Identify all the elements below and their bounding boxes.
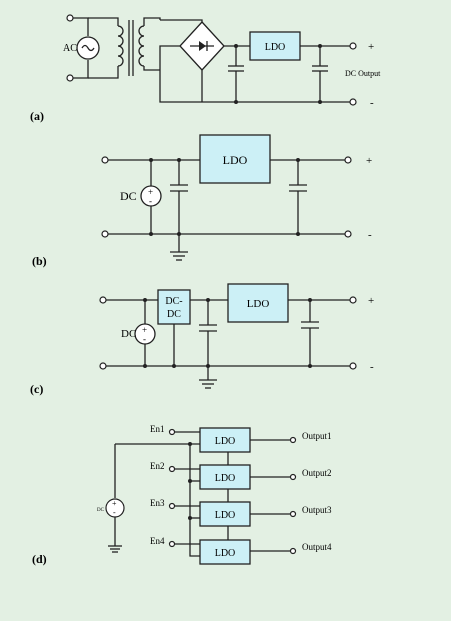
dc-output-label: DC Output xyxy=(345,69,381,78)
ldo-block-d-2 xyxy=(199,464,251,490)
ground-symbol-b xyxy=(170,234,188,261)
dc-source-symbol-d: + - xyxy=(105,498,125,518)
output-minus-label-b: - xyxy=(368,229,372,241)
output-terminal-d-3 xyxy=(289,510,297,518)
bridge-rectifier-symbol xyxy=(159,19,250,102)
ldo-label-d-2: LDO xyxy=(215,473,236,484)
input-terminal-bottom-c xyxy=(99,362,107,370)
output-terminal-d-4 xyxy=(289,547,297,555)
ac-input-terminal-top xyxy=(66,14,74,22)
input-terminal-top-b xyxy=(101,156,109,164)
dc-label-c: DC xyxy=(121,328,136,340)
output-terminal-d-1 xyxy=(289,436,297,444)
panel-d-circuit: + - DC LDO En1 Output1 LDO xyxy=(97,424,332,565)
ground-symbol-c xyxy=(199,366,217,389)
output-label-d-2: Output2 xyxy=(302,468,332,478)
ldo-label-d-1: LDO xyxy=(215,436,236,447)
ldo-label-d-4: LDO xyxy=(215,548,236,559)
input-terminal-bottom-b xyxy=(101,230,109,238)
enable-label-2: En2 xyxy=(150,461,165,471)
svg-text:+: + xyxy=(142,325,147,335)
output-terminal-plus-b xyxy=(344,156,352,164)
output-label-d-1: Output1 xyxy=(302,431,332,441)
svg-text:-: - xyxy=(143,334,146,344)
enable-terminal-1 xyxy=(168,428,176,436)
dc-source-symbol-c: + - xyxy=(134,298,156,368)
dcdc-label-line1: DC- xyxy=(165,296,182,307)
dcdc-label-line2: DC xyxy=(167,309,181,320)
output-terminal-minus-a xyxy=(349,98,357,106)
ac-label: AC xyxy=(63,43,77,54)
enable-terminal-4 xyxy=(168,540,176,548)
output-plus-label-c: + xyxy=(368,295,374,307)
enable-terminal-3 xyxy=(168,502,176,510)
output-capacitor-a xyxy=(312,44,328,104)
output-label-d-4: Output4 xyxy=(302,542,332,552)
input-capacitor-b xyxy=(170,158,188,236)
ldo-label-d-3: LDO xyxy=(215,510,236,521)
output-capacitor-c xyxy=(301,298,319,368)
output-terminal-minus-b xyxy=(344,230,352,238)
output-terminal-d-2 xyxy=(289,473,297,481)
input-capacitor-c xyxy=(199,298,217,368)
svg-text:+: + xyxy=(148,187,153,197)
dc-label-b: DC xyxy=(120,189,137,203)
transformer-symbol xyxy=(88,17,161,79)
output-plus-label-b: + xyxy=(366,155,372,167)
output-minus-label-c: - xyxy=(370,361,374,373)
ldo-block-b xyxy=(199,134,271,184)
panel-c-circuit: + - DC DC- DC LDO xyxy=(99,283,374,389)
enable-label-4: En4 xyxy=(150,536,165,546)
ldo-block-d-3 xyxy=(199,501,251,527)
panel-a-circuit: AC xyxy=(63,14,381,109)
output-capacitor-b xyxy=(289,158,307,236)
dcdc-block-c xyxy=(157,289,191,325)
panel-label-d: (d) xyxy=(32,552,47,566)
enable-terminal-2 xyxy=(168,465,176,473)
dc-source-symbol-b: + - xyxy=(140,158,162,236)
ac-input-terminal-bottom xyxy=(66,74,74,82)
ac-source-symbol xyxy=(76,36,100,60)
ldo-label-b: LDO xyxy=(223,153,248,167)
ground-symbol-d xyxy=(108,545,122,553)
output-minus-label-a: - xyxy=(370,97,374,109)
ldo-block-d-4 xyxy=(199,539,251,565)
output-terminal-minus-c xyxy=(349,362,357,370)
enable-label-1: En1 xyxy=(150,424,165,434)
enable-label-3: En3 xyxy=(150,498,165,508)
output-plus-label-a: + xyxy=(368,41,374,53)
svg-text:-: - xyxy=(113,508,116,517)
ldo-block-c xyxy=(227,283,289,323)
dc-label-d: DC xyxy=(97,508,105,513)
input-terminal-top-c xyxy=(99,296,107,304)
panel-label-a: (a) xyxy=(30,109,44,123)
panel-label-c: (c) xyxy=(30,382,43,396)
input-capacitor-a xyxy=(228,44,244,104)
svg-text:-: - xyxy=(149,196,152,206)
ldo-label-a: LDO xyxy=(265,42,286,53)
output-terminal-plus-a xyxy=(349,42,357,50)
output-terminal-plus-c xyxy=(349,296,357,304)
ldo-label-c: LDO xyxy=(247,298,270,310)
panel-label-b: (b) xyxy=(32,254,47,268)
svg-text:+: + xyxy=(112,499,117,508)
ldo-block-a xyxy=(249,31,301,61)
output-label-d-3: Output3 xyxy=(302,505,332,515)
panel-b-circuit: + - DC LDO + - xyxy=(101,134,372,261)
